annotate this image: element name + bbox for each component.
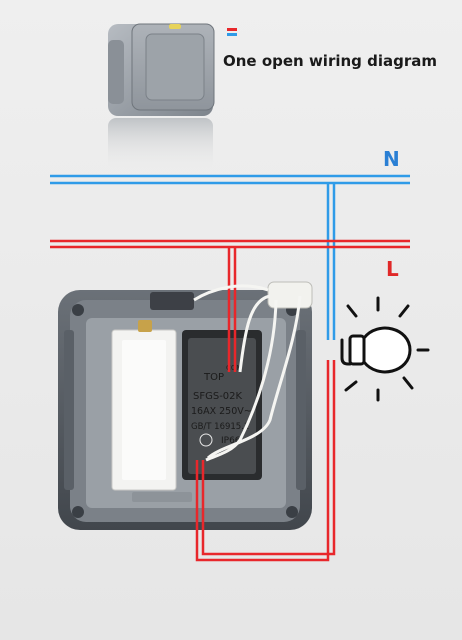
light-bulb-icon — [340, 296, 430, 402]
module-ip-text: IP66 — [221, 436, 241, 446]
live-feed-wire — [227, 247, 237, 372]
diagram-title: One open wiring diagram — [223, 52, 438, 70]
live-label: L — [386, 257, 399, 281]
neutral-label: N — [383, 147, 400, 171]
live-rail — [50, 239, 410, 249]
neutral-rail — [50, 174, 410, 340]
switched-live-wire — [195, 360, 336, 562]
white-jumper-wires — [193, 284, 302, 462]
module-top-text: TOP — [203, 372, 224, 383]
module-model-text: SFGS-02K — [193, 391, 243, 402]
switch-product-icon — [108, 23, 215, 170]
module-rating-text: 16AX 250V~ — [191, 406, 252, 417]
module-standard-text: GB/T 16915.1 — [191, 422, 249, 432]
color-flag-icon — [227, 28, 237, 36]
